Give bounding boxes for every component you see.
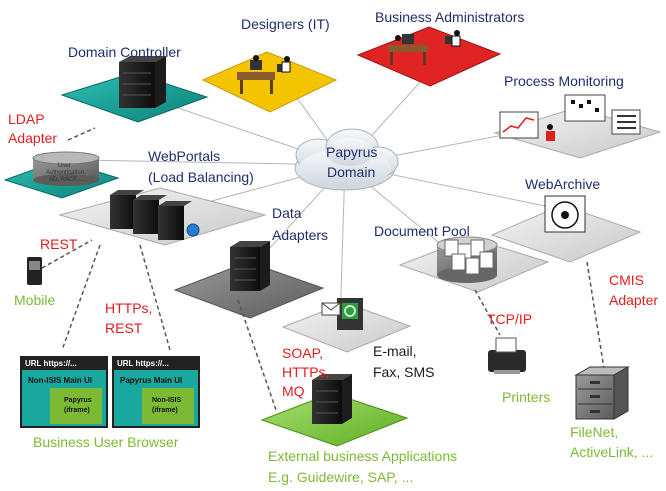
external-apps-label-line1: External business Applications — [268, 448, 457, 464]
browser-window-2 — [112, 356, 200, 428]
https-connector-right — [139, 244, 171, 351]
browser2-url: URL https://... — [117, 359, 169, 368]
email-label-line2: Fax, SMS — [373, 364, 434, 380]
cmis-label-line1: CMIS — [609, 272, 644, 288]
browser1-inner1: Papyrus — [64, 397, 92, 404]
cmis-label-line2: Adapter — [609, 292, 658, 308]
webportals-label-line2: (Load Balancing) — [148, 169, 254, 185]
browser2-main: Papyrus Main UI — [120, 376, 182, 385]
papyrus-domain-cloud — [294, 128, 399, 191]
hub-label-line2: Domain — [327, 164, 375, 180]
cmis-connector — [586, 261, 606, 376]
mobile-label: Mobile — [14, 292, 55, 308]
data-adapters-label-line2: Adapters — [272, 227, 328, 243]
rest-label: REST — [40, 236, 78, 252]
external-apps-server-icon — [312, 374, 352, 424]
ldap-label-line1: LDAP — [8, 111, 45, 127]
browser2-inner2: (iframe) — [152, 407, 178, 414]
filing-cabinet-icon — [574, 366, 630, 420]
document-pool-label: Document Pool — [374, 223, 470, 239]
ldap-db-text-1: User — [58, 163, 71, 169]
webportals-servers-icon — [110, 190, 200, 240]
soap-connector — [237, 299, 277, 411]
ldap-database-icon — [32, 151, 100, 186]
designers-platform — [201, 51, 338, 113]
tcpip-connector — [474, 289, 501, 336]
email-envelope-icon — [321, 298, 363, 330]
soap-label-line2: HTTPs, — [282, 364, 329, 380]
external-apps-label-line2: E.g. Guidewire, SAP, ... — [268, 469, 413, 485]
domain-controller-server-icon — [119, 56, 166, 108]
hub-label-line1: Papyrus — [326, 144, 377, 160]
filenet-label-line2: ActiveLink, ... — [570, 444, 653, 460]
mobile-phone-icon — [27, 257, 42, 285]
webarchive-label: WebArchive — [525, 176, 600, 192]
https-rest-label-line1: HTTPs, — [105, 300, 152, 316]
business-admins-icon — [388, 30, 461, 65]
https-rest-label-line2: REST — [105, 320, 143, 336]
soap-label-line3: MQ — [282, 383, 305, 399]
domain-controller-label: Domain Controller — [68, 44, 181, 60]
webarchive-platform — [490, 204, 642, 263]
soap-label-line1: SOAP, — [282, 345, 323, 361]
printers-label: Printers — [502, 389, 550, 405]
process-monitoring-label: Process Monitoring — [504, 73, 624, 89]
ldap-db-text-2: Authentication, — [46, 170, 86, 176]
ldap-label-line2: Adapter — [8, 130, 57, 146]
browser1-inner2: (iframe) — [64, 407, 90, 414]
browser2-inner1: Non-ISIS — [152, 397, 181, 404]
business-admins-label: Business Administrators — [375, 9, 524, 25]
tcpip-label: TCP/IP — [487, 311, 532, 327]
webportals-label-line1: WebPortals — [148, 148, 220, 164]
filenet-label-line1: FileNet, — [570, 424, 618, 440]
data-adapters-server-icon — [230, 241, 270, 291]
rest-connector — [41, 239, 93, 269]
designers-label: Designers (IT) — [241, 16, 330, 32]
data-adapters-label-line1: Data — [272, 205, 302, 221]
ldap-db-text-3: AD, RACF, ... — [49, 177, 85, 183]
ldap-connector — [67, 127, 96, 141]
browser1-main: Non-ISIS Main UI — [28, 376, 92, 385]
browser1-url: URL https://... — [25, 359, 77, 368]
process-monitoring-screens-icon — [499, 94, 641, 141]
document-pool-icon — [436, 236, 498, 283]
designers-icon — [237, 55, 291, 94]
webarchive-disc-icon — [544, 195, 586, 233]
email-label-line1: E-mail, — [373, 343, 417, 359]
business-admins-platform — [356, 26, 502, 87]
printer-icon — [488, 337, 526, 374]
browser-window-1 — [20, 356, 108, 428]
https-connector-left — [61, 244, 101, 351]
business-user-browser-label: Business User Browser — [33, 434, 179, 450]
